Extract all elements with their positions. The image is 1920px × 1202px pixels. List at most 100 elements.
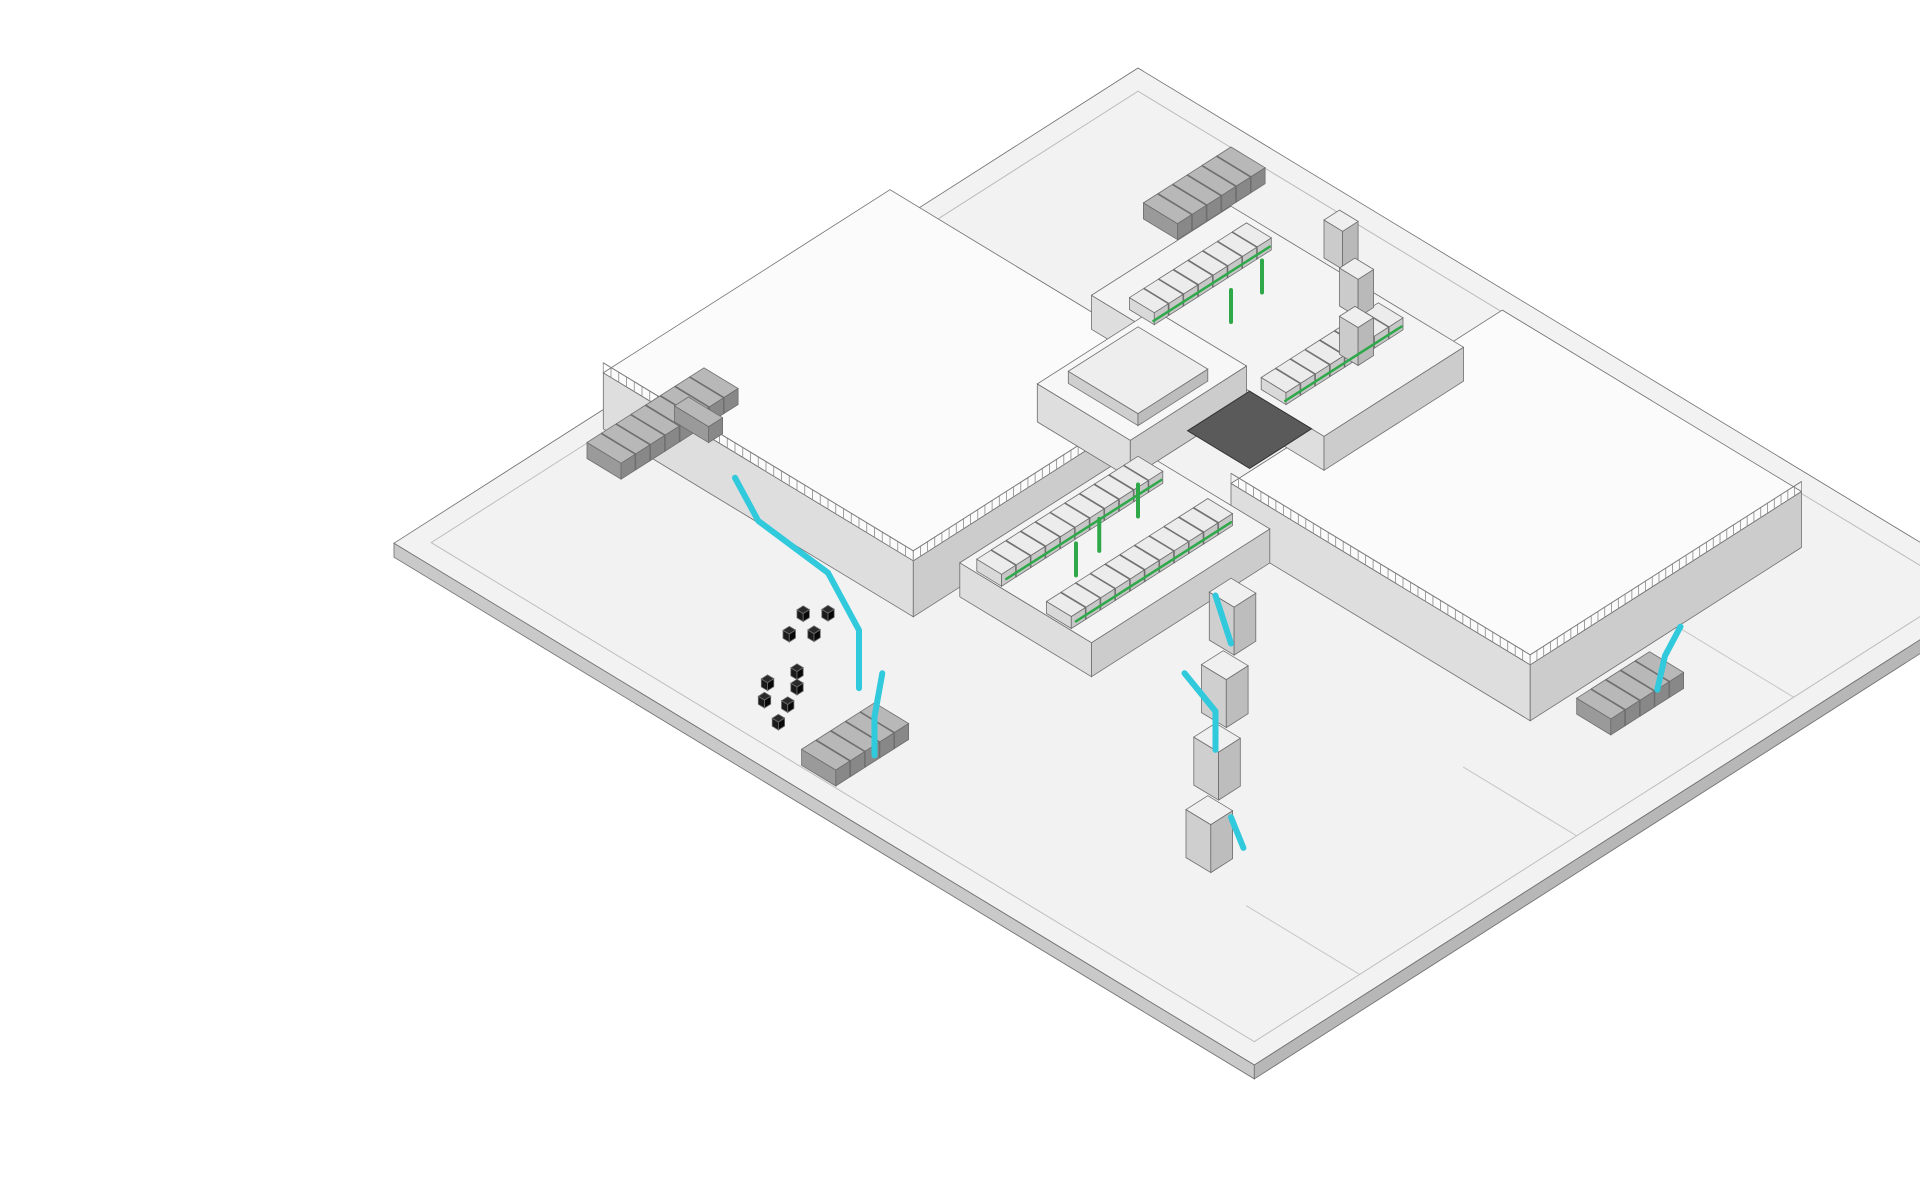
- generator-bank-west-gen-0-top: [689, 367, 739, 398]
- fuel-tank-2: [807, 625, 822, 643]
- generator-bank-north-gen-1-top: [1201, 155, 1252, 187]
- chiller-row-south-a-unit-4-top: [1064, 493, 1105, 519]
- fuel-tank-0-top: [821, 604, 835, 614]
- chiller-row-south-b-unit-10: [1045, 592, 1087, 630]
- chiller-row-south-a-unit-10: [976, 549, 1017, 588]
- generator-bank-south-gen-2-top: [830, 721, 880, 752]
- generator-banks: [586, 146, 1685, 787]
- generator-bank-west-gen-1-top: [674, 376, 725, 408]
- chiller-row-north-a-unit-2-top: [1202, 241, 1243, 267]
- pipe-run-5: [1654, 623, 1684, 693]
- pipe-run-2: [1181, 670, 1219, 753]
- chiller-row-south-a-unit-9-top: [990, 540, 1032, 566]
- chiller-row-north-a-unit-0-top: [1231, 222, 1273, 248]
- chiller-row-south-b-unit-4-top: [1134, 535, 1175, 561]
- generator-bank-north-gen-0-top: [1216, 146, 1266, 178]
- generator-bank-south: [800, 702, 910, 787]
- chiller-row-north-b-unit-4-top: [1304, 339, 1345, 365]
- east-hall-railing-rail-l: [1230, 472, 1531, 656]
- chiller-row-north-b-unit-5-top: [1289, 349, 1331, 375]
- fuel-tank-4: [790, 663, 804, 681]
- east-hall-railing-rail-r: [1529, 481, 1802, 656]
- generator-bank-west-gen-6-top: [600, 423, 651, 455]
- chiller-row-north-b-unit-6-top: [1275, 358, 1316, 384]
- stair-tower-1: [1338, 257, 1375, 319]
- chiller-row-south-a-unit-5-top: [1049, 502, 1090, 528]
- cooling-tower-1-top: [1200, 650, 1249, 681]
- cooling-towers: [1185, 209, 1375, 874]
- chiller-row-north-a-unit-1-top: [1217, 231, 1258, 257]
- generator-bank-north-gen-3-top: [1172, 174, 1222, 206]
- stair-tower-1-top: [1338, 257, 1375, 280]
- chiller-row-north-a-unit-4-top: [1172, 260, 1214, 285]
- chiller-row-south-b-unit-0-top: [1193, 498, 1234, 523]
- fuel-tank-6: [760, 674, 775, 692]
- generator-bank-north-gen-5: [1142, 193, 1193, 241]
- mechanical-roof-unit-top: [1067, 326, 1209, 415]
- conduit-run-1: [1284, 325, 1403, 403]
- fuel-tank-7: [780, 696, 795, 714]
- courtyard-pit: [1186, 390, 1313, 469]
- fuel-tank-3-top: [782, 625, 797, 635]
- yard-divider-1: [1463, 766, 1578, 837]
- cooling-tower-0-top: [1208, 577, 1257, 608]
- generator-bank-west-gen-7-top: [586, 433, 636, 464]
- pipe-run-3: [1212, 592, 1234, 647]
- generator-bank-north: [1142, 146, 1266, 241]
- generator-bank-east-gen-4: [1575, 688, 1626, 736]
- chiller-row-south-a-unit-8-top: [1005, 531, 1046, 556]
- stair-tower-0-top: [1323, 209, 1359, 232]
- generator-bank-east-gen-3-top: [1590, 679, 1641, 710]
- chilled-water-piping: [732, 474, 1684, 851]
- cooling-tower-3-top: [1185, 795, 1234, 826]
- chiller-row-south-a-unit-0-top: [1123, 455, 1164, 481]
- chiller-row-south-b-unit-10-top: [1045, 592, 1087, 617]
- fuel-tank-9-top: [771, 713, 786, 723]
- electrical-conduits: [1005, 245, 1403, 623]
- south-corridor: [959, 448, 1271, 678]
- chiller-row-south-b-unit-6-top: [1104, 554, 1145, 580]
- fuel-tank-7-top: [780, 696, 795, 705]
- stair-tower-2: [1338, 305, 1375, 367]
- yard-divider-0: [1680, 628, 1795, 698]
- chiller-row-north-a-unit-5-top: [1158, 269, 1199, 295]
- fuel-tank-3: [782, 625, 797, 643]
- generator-bank-west-gen-5-top: [615, 414, 666, 445]
- generator-bank-north-gen-5-top: [1142, 193, 1193, 225]
- chiller-row-south-a-unit-6-top: [1034, 512, 1076, 538]
- conduit-run-2: [1005, 478, 1163, 581]
- fuel-tank-1: [796, 605, 811, 623]
- generator-bank-east-gen-4-top: [1575, 688, 1626, 720]
- fuel-tanks: [757, 604, 835, 731]
- generator-bank-east-gen-2-top: [1605, 670, 1655, 701]
- chiller-row-south-a-unit-7-top: [1020, 521, 1061, 547]
- cooling-tower-1: [1200, 650, 1249, 729]
- cooling-tower-0: [1208, 577, 1257, 656]
- chiller-row-north-a-unit-7-top: [1128, 288, 1169, 314]
- generator-bank-west-end-gen-0-top: [673, 396, 724, 428]
- fuel-tank-6-top: [760, 674, 775, 684]
- chiller-row-north-a-unit-6-top: [1143, 278, 1184, 304]
- generator-bank-east: [1575, 651, 1685, 736]
- south-corridor-top: [959, 448, 1271, 644]
- generator-bank-west-gen-7: [586, 433, 636, 480]
- stair-tower-2-top: [1338, 305, 1375, 328]
- chiller-row-south-a-unit-2-top: [1093, 474, 1135, 500]
- east-hall-railing: [1230, 472, 1802, 666]
- pipe-run-1: [871, 670, 886, 759]
- generator-bank-south-gen-0-top: [859, 702, 910, 733]
- pipe-run-4: [1228, 814, 1247, 851]
- chiller-row-north-a-unit-3-top: [1187, 250, 1228, 276]
- generator-bank-north-gen-2-top: [1186, 165, 1237, 196]
- west-hall-railing-rail-l: [602, 362, 914, 552]
- generator-bank-west-end-gen-0: [673, 396, 724, 444]
- chiller-row-south-b-unit-1-top: [1178, 507, 1219, 533]
- fuel-tank-0: [821, 604, 835, 622]
- generator-bank-south-gen-3-top: [815, 730, 866, 762]
- cooling-tower-3: [1185, 795, 1234, 874]
- generator-bank-west-end: [673, 396, 724, 444]
- chiller-row-south-b-unit-8-top: [1075, 573, 1116, 599]
- generator-bank-south-gen-4-top: [800, 739, 851, 771]
- mechanical-roof-unit: [1067, 326, 1209, 427]
